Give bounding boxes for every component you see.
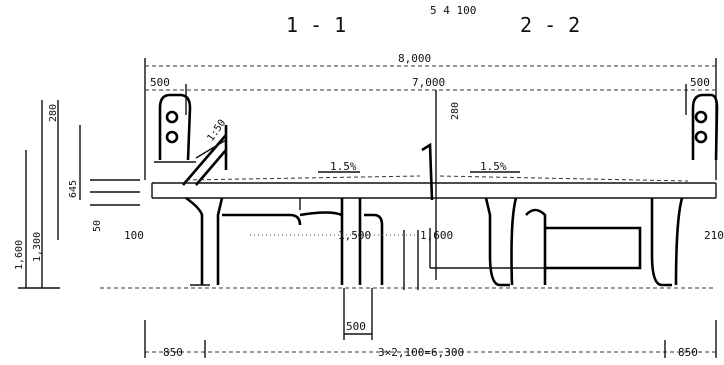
left-dim-b-label: 50 xyxy=(92,220,103,232)
bottom-spacing-dimensions: 850 3×2,100=6,300 850 xyxy=(144,320,717,359)
left-edge-small-label: 100 xyxy=(124,229,144,242)
right-overhang-label: 850 xyxy=(678,346,698,359)
deck-slab: 1.5% 1.5% xyxy=(151,160,717,199)
center-rail-height-label: 280 xyxy=(450,102,461,120)
deck-width-label: 7,000 xyxy=(412,76,445,89)
left-overhang-label: 850 xyxy=(163,346,183,359)
right-edge-small-label: 210 xyxy=(704,229,724,242)
section-label-1-1: 1 - 1 xyxy=(286,13,346,37)
section-label-2-2: 2 - 2 xyxy=(520,13,580,37)
center-marker: 280 xyxy=(403,90,461,290)
total-width-label: 8,000 xyxy=(398,52,431,65)
girder-spacing-label: 3×2,100=6,300 xyxy=(378,346,464,359)
left-rail-height-label: 280 xyxy=(48,104,59,122)
right-curb-width-label: 500 xyxy=(690,76,710,89)
left-girder-depth-label: 1,300 xyxy=(32,232,43,262)
web-width-b-label: 1,600 xyxy=(420,229,453,242)
section-2-2-girders xyxy=(429,197,684,287)
girder-dimensions: 1,500 1,600 100 210 500 xyxy=(124,229,724,340)
left-curb-width-label: 500 xyxy=(150,76,170,89)
left-elevation-dimensions: 1,600 1,300 280 645 50 xyxy=(14,100,140,289)
bottom-flange-label: 500 xyxy=(346,320,366,333)
web-width-a-label: 1,500 xyxy=(338,229,371,242)
right-cross-slope-label: 1.5% xyxy=(480,160,507,173)
drawing-title-partial: 5 4 100 xyxy=(430,4,476,17)
section-1-1-girders xyxy=(185,196,384,286)
left-total-depth-label: 1,600 xyxy=(14,240,25,270)
left-dim-a-label: 645 xyxy=(68,180,79,198)
left-cross-slope-label: 1.5% xyxy=(330,160,357,173)
left-railing-post xyxy=(154,93,196,163)
right-railing-post xyxy=(691,93,719,161)
deck-width-dimension: 500 7,000 500 xyxy=(145,76,716,115)
